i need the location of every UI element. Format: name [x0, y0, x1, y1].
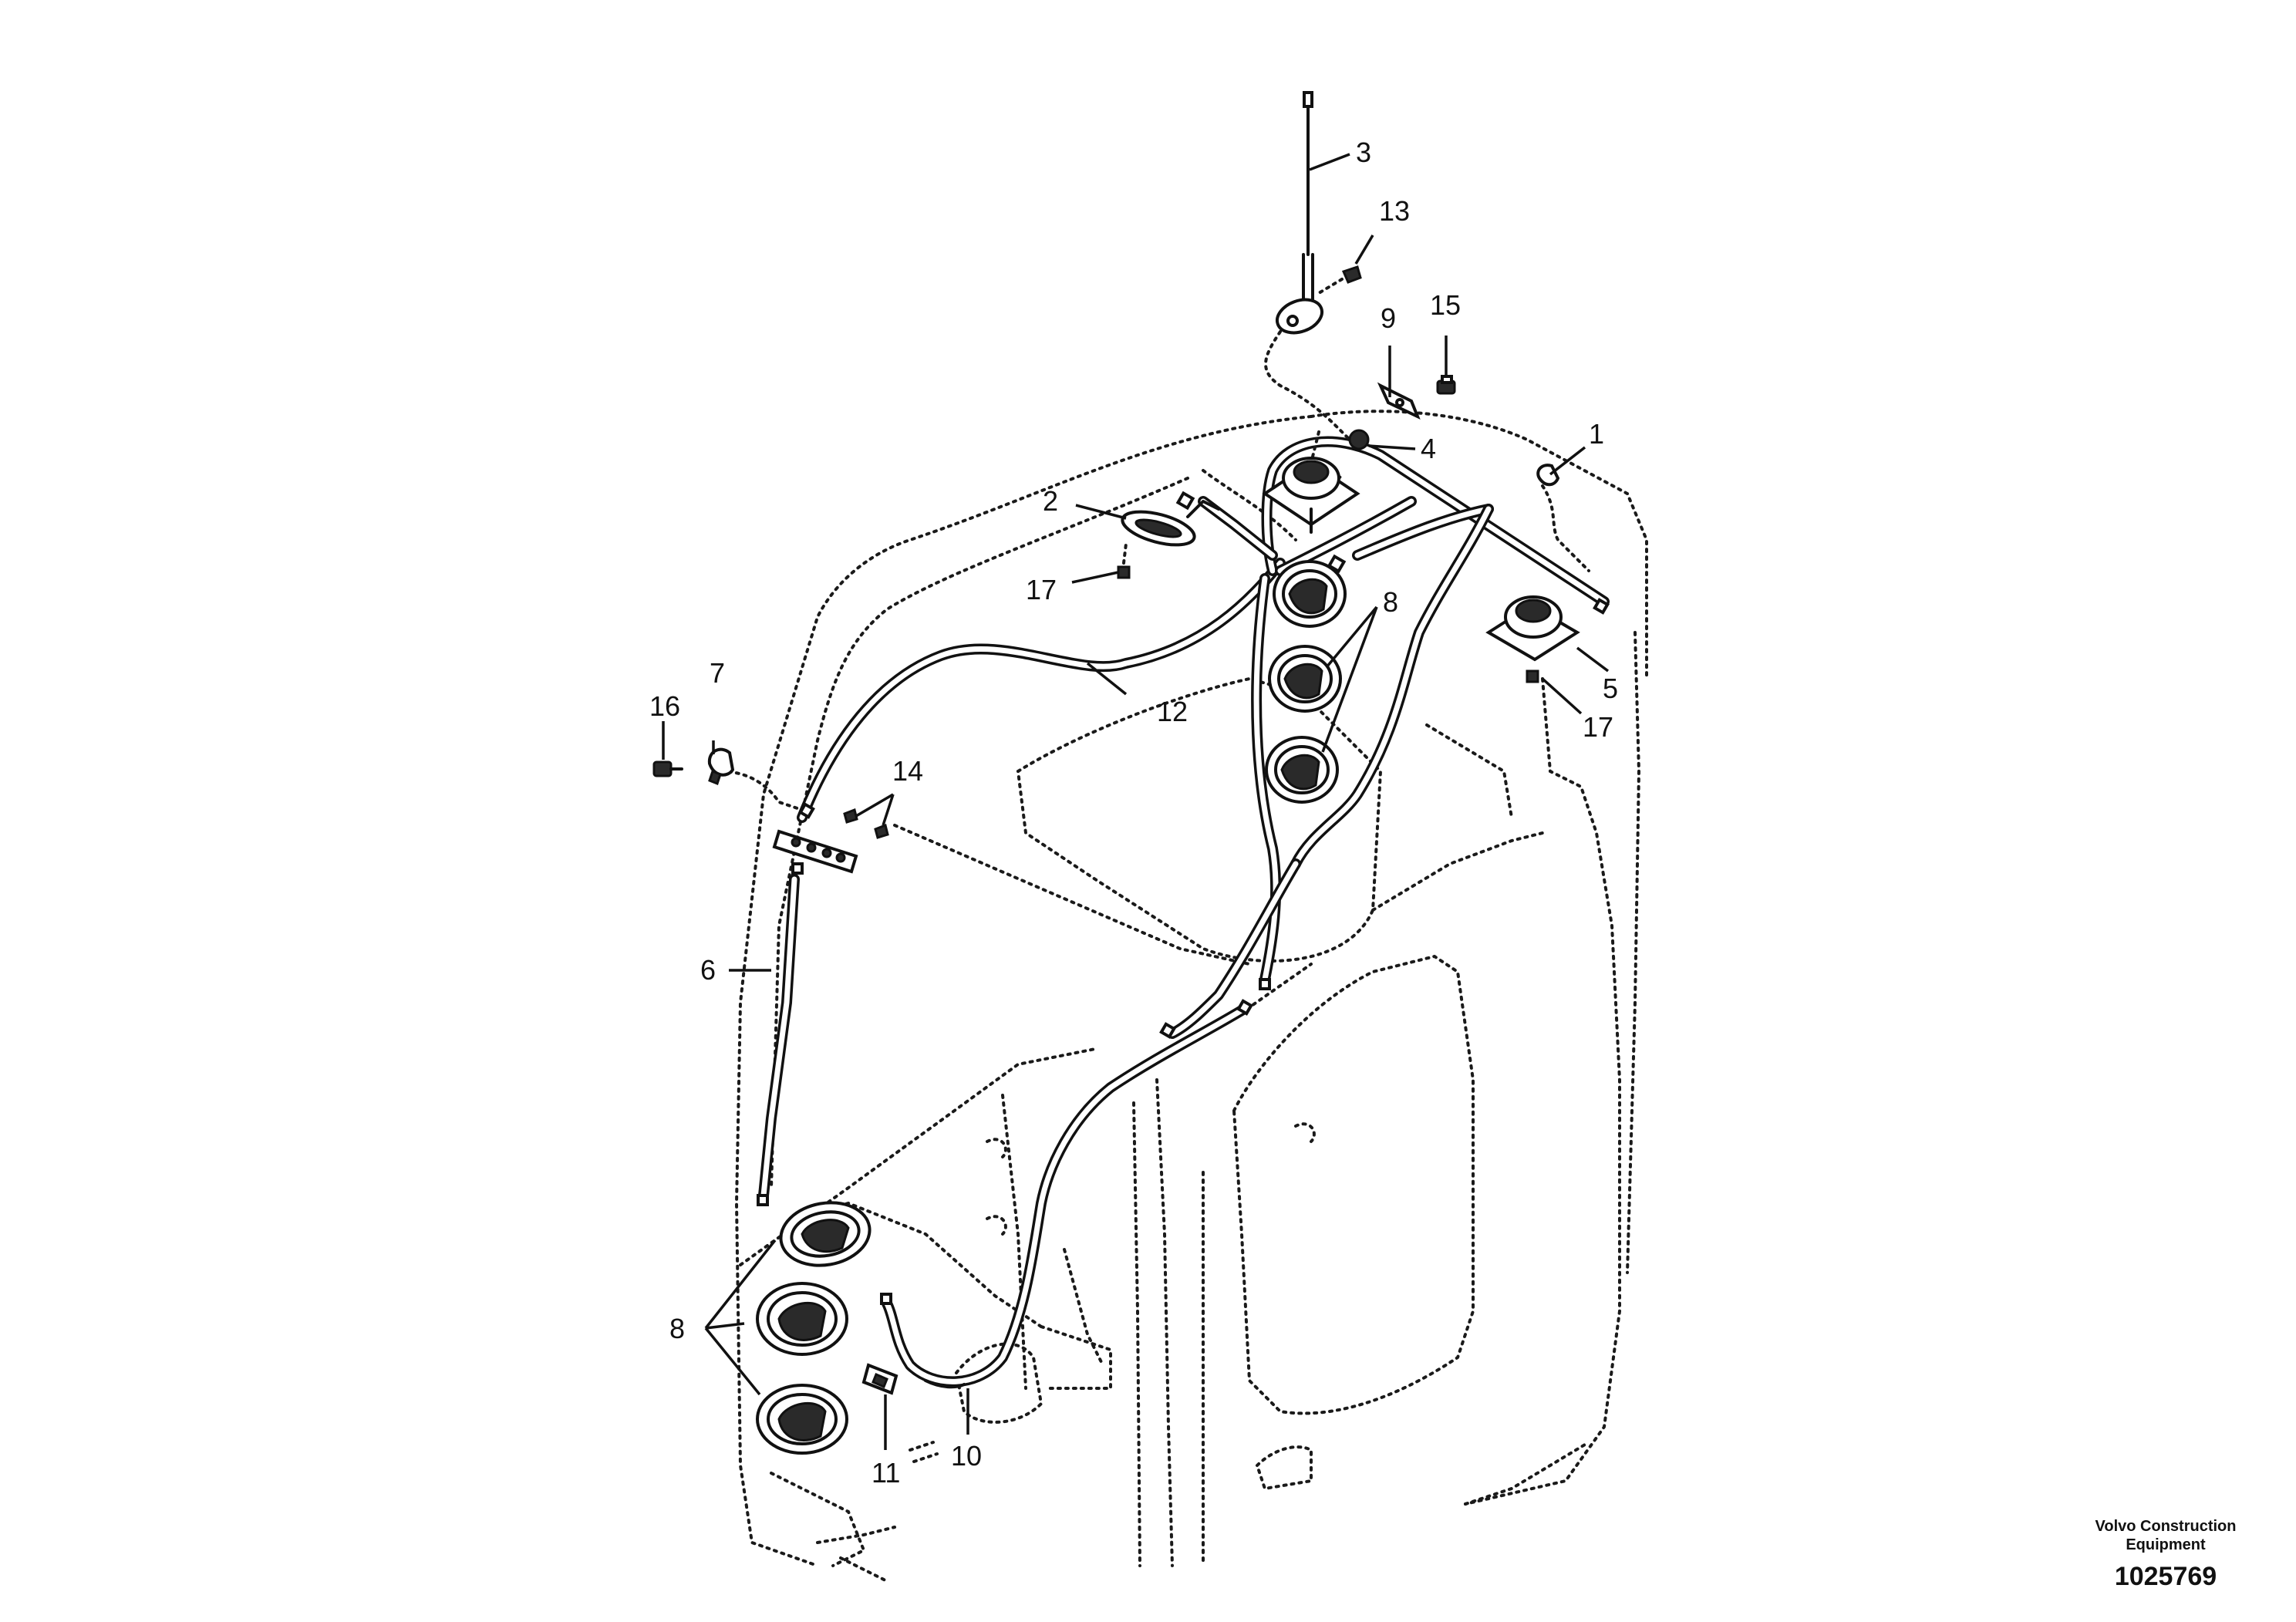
dome-lamp [1121, 500, 1220, 547]
connector-7 [707, 747, 735, 785]
cable-connectors [757, 491, 1610, 1305]
wire-harness-12 [797, 558, 1286, 823]
wire-harness-6 [758, 874, 800, 1201]
footer: Volvo Construction Equipment 1025769 [2095, 1518, 2237, 1591]
screws-14 [843, 808, 889, 839]
callout-12: 12 [1157, 696, 1188, 727]
callout-17-left: 17 [1026, 574, 1057, 605]
bolt-15 [1436, 375, 1456, 395]
document-number: 1025769 [2115, 1562, 2217, 1591]
callout-8-lower: 8 [669, 1313, 685, 1344]
speaker-left [1262, 457, 1360, 534]
callout-10: 10 [951, 1440, 982, 1472]
callout-3: 3 [1356, 137, 1371, 168]
callout-labels: 3 13 9 15 1 4 2 17 8 5 17 12 16 7 14 6 8… [649, 137, 1618, 1489]
air-vents-lower [756, 1201, 872, 1455]
leader-lines [662, 153, 1610, 1450]
antenna-cable [1264, 330, 1359, 449]
brand-line-2: Equipment [2126, 1536, 2206, 1553]
wire-harness-10 [882, 1005, 1247, 1389]
callout-5: 5 [1603, 673, 1618, 704]
screw-17-left [1117, 542, 1131, 579]
callout-11: 11 [872, 1457, 900, 1489]
callout-7: 7 [710, 657, 725, 689]
ground-cable-1 [1541, 484, 1590, 572]
screw-13 [1317, 265, 1362, 295]
bolt-16 [652, 760, 683, 777]
callout-4: 4 [1421, 433, 1436, 464]
callout-16: 16 [649, 690, 680, 722]
callout-2: 2 [1043, 485, 1058, 517]
callout-1: 1 [1589, 418, 1604, 450]
callout-14: 14 [892, 755, 923, 787]
brand-line-1: Volvo Construction [2095, 1518, 2237, 1535]
screw-17-right [1526, 669, 1539, 683]
callout-13: 13 [1379, 195, 1410, 227]
callout-8-upper: 8 [1383, 586, 1398, 618]
callout-15: 15 [1430, 289, 1461, 321]
connector-1 [1536, 464, 1560, 487]
air-vents-upper [1265, 560, 1347, 804]
cab-outline [734, 410, 1648, 1583]
callout-17-right: 17 [1583, 711, 1613, 743]
roof-harness [1167, 436, 1610, 1039]
speaker-right [1485, 595, 1580, 662]
terminal-block [772, 829, 858, 874]
plug-11 [861, 1363, 899, 1395]
callout-9: 9 [1381, 302, 1396, 334]
antenna [1275, 91, 1324, 335]
callout-6: 6 [700, 954, 716, 986]
